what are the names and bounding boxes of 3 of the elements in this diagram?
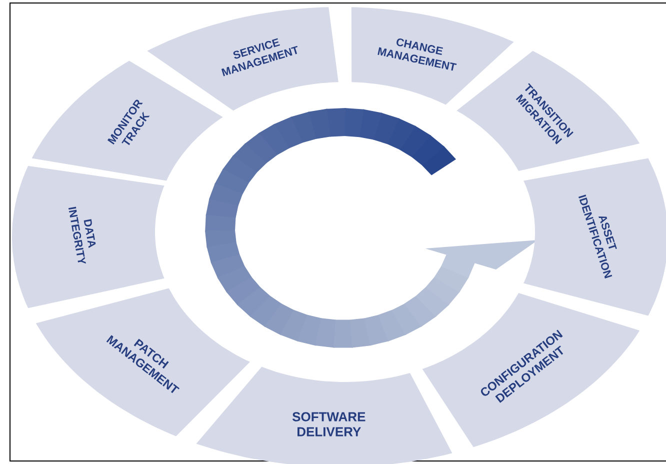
node-label: DATA INTEGRITY xyxy=(68,206,96,264)
ring-segment: DATA INTEGRITY xyxy=(12,166,164,308)
ring-segment: SOFTWARE DELIVERY xyxy=(196,366,452,464)
